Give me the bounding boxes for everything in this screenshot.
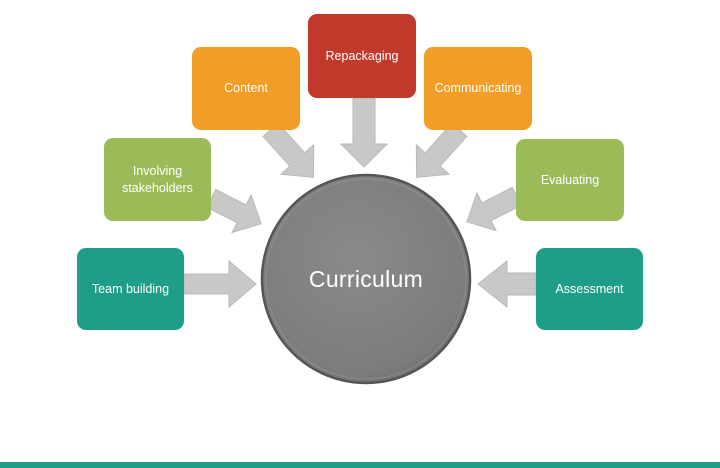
node-team-building-label: Team building [91, 281, 170, 296]
node-content-label: Content [224, 81, 268, 96]
node-evaluating: Evaluating [516, 139, 624, 221]
arrow-repackaging [339, 97, 389, 168]
arrow-evaluating [466, 186, 522, 232]
center-circle [260, 173, 472, 385]
center-label: Curriculum [308, 265, 424, 292]
node-communicating: Communicating [424, 47, 532, 130]
bottom-rule [0, 462, 720, 468]
node-involving-stakeholders: Involving stakeholders [104, 138, 211, 221]
node-assessment-label: Assessment [555, 281, 624, 296]
node-content: Content [192, 47, 300, 130]
node-repackaging-label: Repackaging [325, 48, 399, 63]
arrow-involving-stakeholders [206, 188, 262, 234]
node-repackaging: Repackaging [308, 14, 416, 98]
arrow-content [262, 122, 315, 178]
node-communicating-label: Communicating [434, 81, 522, 96]
arrow-team-building [183, 259, 257, 309]
node-involving-stakeholders-label: Involving stakeholders [122, 163, 193, 195]
node-assessment: Assessment [536, 248, 643, 330]
arrow-assessment [477, 259, 537, 309]
node-team-building: Team building [77, 248, 184, 330]
node-evaluating-label: Evaluating [540, 172, 600, 187]
